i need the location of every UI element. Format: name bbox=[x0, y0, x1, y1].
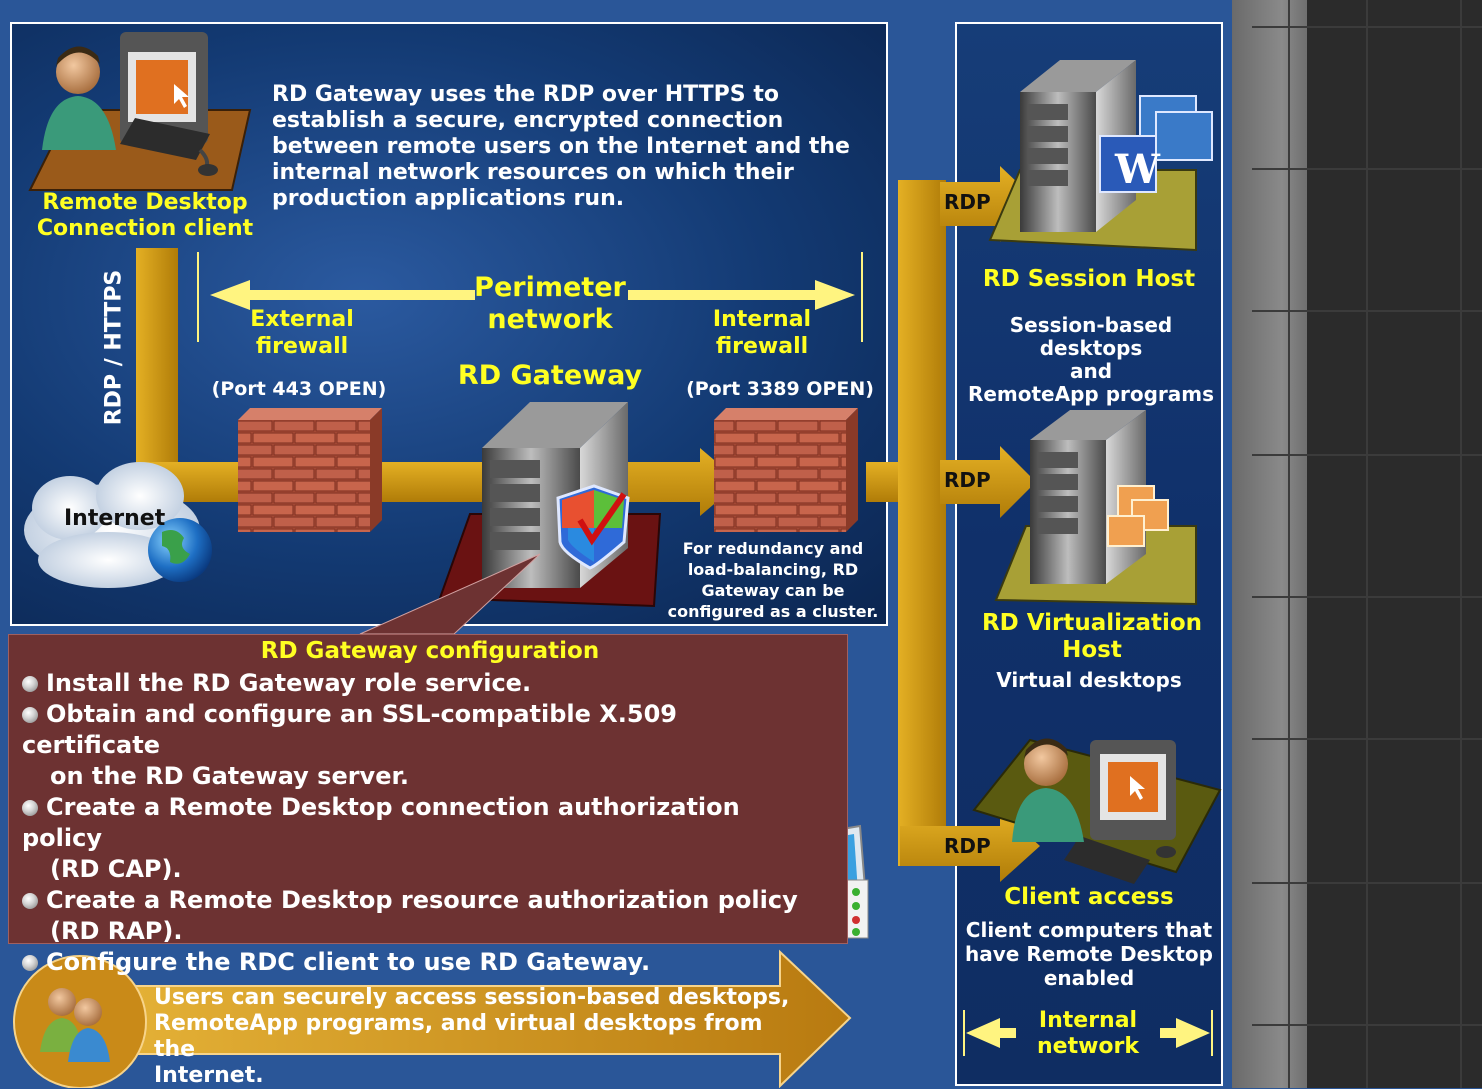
rdp-label-client: RDP bbox=[944, 834, 991, 858]
client-label-line2: Connection client bbox=[36, 216, 254, 241]
summary-line3: Internet. bbox=[154, 1063, 264, 1088]
perimeter-label: Perimeter network bbox=[470, 272, 630, 336]
users-icon bbox=[40, 988, 110, 1062]
cluster-note-line4: configured as a cluster. bbox=[667, 602, 879, 621]
summary-text: Users can securely access session-based … bbox=[154, 985, 794, 1089]
external-firewall-line1: External bbox=[250, 307, 354, 332]
perimeter-left-arrow bbox=[210, 280, 475, 310]
config-title: RD Gateway configuration bbox=[260, 638, 600, 664]
config-item-continuation: on the RD Gateway server. bbox=[50, 762, 410, 790]
client-access-desc3: enabled bbox=[1043, 966, 1135, 990]
bullet-icon bbox=[22, 800, 38, 816]
rd-session-host-icon: W bbox=[988, 60, 1213, 252]
config-item-continuation: (RD RAP). bbox=[50, 917, 183, 945]
rdp-https-pipe bbox=[136, 248, 178, 500]
config-item: Configure the RDC client to use RD Gatew… bbox=[22, 947, 802, 978]
external-firewall-icon bbox=[238, 408, 382, 532]
arrow-to-client-access bbox=[900, 810, 1040, 882]
internal-firewall-label: Internal firewall bbox=[682, 306, 842, 360]
config-item: Create a Remote Desktop connection autho… bbox=[22, 793, 740, 852]
client-label-line1: Remote Desktop bbox=[42, 190, 248, 215]
virtualization-host-title: RD Virtualization Host bbox=[957, 610, 1227, 664]
external-firewall-label: External firewall bbox=[222, 306, 382, 360]
svg-text:W: W bbox=[1114, 146, 1161, 193]
internal-network-right-arrow bbox=[1160, 1018, 1210, 1048]
cluster-note-line3: Gateway can be bbox=[701, 581, 845, 600]
summary-line2: RemoteApp programs, and virtual desktops… bbox=[154, 1011, 763, 1062]
rd-virtualization-host-icon bbox=[994, 410, 1197, 606]
session-host-desc2: and bbox=[1069, 359, 1113, 383]
internal-port-label: (Port 3389 OPEN) bbox=[686, 378, 874, 400]
client-access-icon bbox=[972, 738, 1222, 884]
client-access-title: Client access bbox=[1004, 884, 1174, 910]
bullet-icon bbox=[22, 707, 38, 723]
session-host-desc1: Session-based desktops bbox=[1009, 313, 1173, 360]
summary-line1: Users can securely access session-based … bbox=[154, 985, 790, 1010]
rdp-https-label: RDP / HTTPS bbox=[101, 269, 127, 426]
perimeter-line1: Perimeter bbox=[474, 272, 626, 303]
client-access-desc2: have Remote Desktop bbox=[965, 942, 1213, 966]
session-host-desc3: RemoteApp programs bbox=[967, 382, 1215, 406]
internal-network-line1: Internal bbox=[1038, 1008, 1138, 1033]
rdp-label-session: RDP bbox=[944, 190, 991, 214]
virtualization-title1: RD Virtualization bbox=[981, 610, 1203, 636]
gateway-label: RD Gateway bbox=[457, 360, 643, 391]
external-port-label: (Port 443 OPEN) bbox=[211, 378, 387, 400]
bullet-icon bbox=[22, 893, 38, 909]
client-access-desc1: Client computers that bbox=[965, 918, 1213, 942]
internet-label: Internet bbox=[64, 506, 166, 531]
config-item-continuation: (RD CAP). bbox=[50, 855, 182, 883]
perimeter-right-arrow bbox=[628, 280, 855, 310]
perimeter-line2: network bbox=[487, 304, 613, 335]
session-host-desc: Session-based desktops and RemoteApp pro… bbox=[957, 314, 1225, 406]
bullet-icon bbox=[22, 955, 38, 971]
arrow-to-virtualization-host bbox=[940, 446, 1036, 518]
config-list: Install the RD Gateway role service. Obt… bbox=[22, 668, 802, 978]
config-item: Obtain and configure an SSL-compatible X… bbox=[22, 700, 677, 759]
internal-firewall-icon bbox=[714, 408, 858, 532]
cluster-note: For redundancy and load-balancing, RD Ga… bbox=[664, 538, 882, 622]
internal-firewall-line1: Internal bbox=[712, 307, 812, 332]
session-host-title: RD Session Host bbox=[982, 266, 1196, 292]
right-edge-grid bbox=[1232, 0, 1482, 1088]
config-item: Install the RD Gateway role service. bbox=[22, 668, 802, 699]
virtualization-title2: Host bbox=[1062, 637, 1122, 663]
remote-desktop-client-icon bbox=[28, 32, 252, 191]
internal-network-label: Internal network bbox=[1018, 1008, 1158, 1060]
external-firewall-line2: firewall bbox=[255, 334, 349, 359]
bullet-icon bbox=[22, 676, 38, 692]
config-item: Create a Remote Desktop resource authori… bbox=[22, 885, 802, 916]
description-text: RD Gateway uses the RDP over HTTPS to es… bbox=[272, 82, 850, 211]
distribution-pipe bbox=[898, 180, 946, 866]
internal-network-left-arrow bbox=[966, 1018, 1016, 1048]
internal-network-line2: network bbox=[1036, 1034, 1140, 1059]
client-access-desc: Client computers that have Remote Deskto… bbox=[957, 918, 1221, 990]
rdp-label-virtualization: RDP bbox=[944, 468, 991, 492]
summary-arrow bbox=[55, 949, 852, 1088]
gateway-to-firewall-arrow bbox=[610, 448, 740, 516]
config-box bbox=[8, 634, 848, 944]
virtualization-host-desc: Virtual desktops bbox=[996, 668, 1182, 692]
internal-firewall-line2: firewall bbox=[715, 334, 809, 359]
rd-gateway-server-icon bbox=[438, 402, 662, 608]
client-label: Remote Desktop Connection client bbox=[20, 190, 270, 242]
cluster-note-line2: load-balancing, RD bbox=[687, 560, 859, 579]
cluster-note-line1: For redundancy and bbox=[682, 539, 864, 558]
